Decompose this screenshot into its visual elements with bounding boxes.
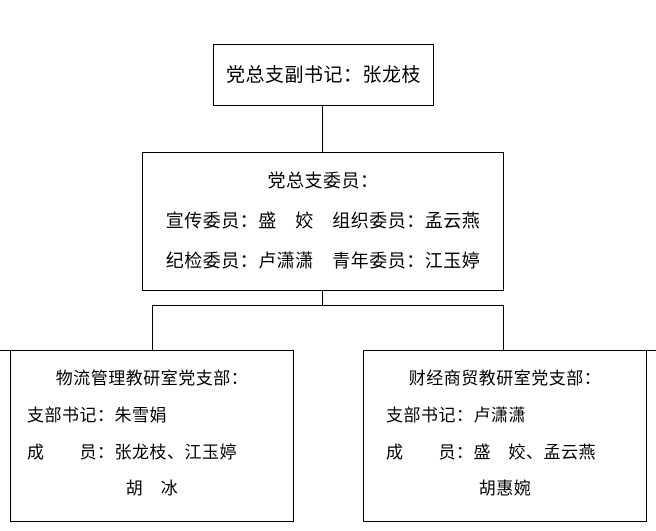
branch-commerce-members-1: 成 员：盛 姣、孟云燕 xyxy=(386,443,596,462)
node-deputy-secretary: 党总支副书记：张龙枝 xyxy=(213,44,434,106)
connector-committee-stub xyxy=(322,290,324,306)
branch-commerce-members-2: 胡惠婉 xyxy=(478,479,532,498)
committee-row-2: 纪检委员：卢潇潇 青年委员：江玉婷 xyxy=(165,251,481,271)
connector-horizontal-bus xyxy=(152,305,504,307)
node-branch-commerce: 财经商贸教研室党支部： 支部书记：卢潇潇 成 员：盛 姣、孟云燕 胡惠婉 xyxy=(363,350,647,522)
committee-title: 党总支委员： xyxy=(267,171,379,191)
branch-commerce-title: 财经商贸教研室党支部： xyxy=(408,369,602,388)
connector-branch-left-vertical xyxy=(152,305,154,351)
branch-logistics-secretary: 支部书记：朱雪娟 xyxy=(27,406,167,425)
node-committee: 党总支委员： 宣传委员：盛 姣 组织委员：孟云燕 纪检委员：卢潇潇 青年委员：江… xyxy=(142,152,504,291)
connector-branch-right-vertical xyxy=(503,305,505,351)
committee-row-1: 宣传委员：盛 姣 组织委员：孟云燕 xyxy=(165,211,481,231)
node-branch-logistics: 物流管理教研室党支部： 支部书记：朱雪娟 成 员：张龙枝、江玉婷 胡 冰 xyxy=(10,350,294,522)
branch-logistics-title: 物流管理教研室党支部： xyxy=(55,369,249,388)
branch-logistics-members-1: 成 员：张龙枝、江玉婷 xyxy=(27,443,237,462)
branch-logistics-members-2: 胡 冰 xyxy=(125,479,179,498)
deputy-secretary-text: 党总支副书记：张龙枝 xyxy=(225,65,421,86)
branch-commerce-secretary: 支部书记：卢潇潇 xyxy=(386,406,526,425)
connector-top-to-committee xyxy=(322,105,324,153)
